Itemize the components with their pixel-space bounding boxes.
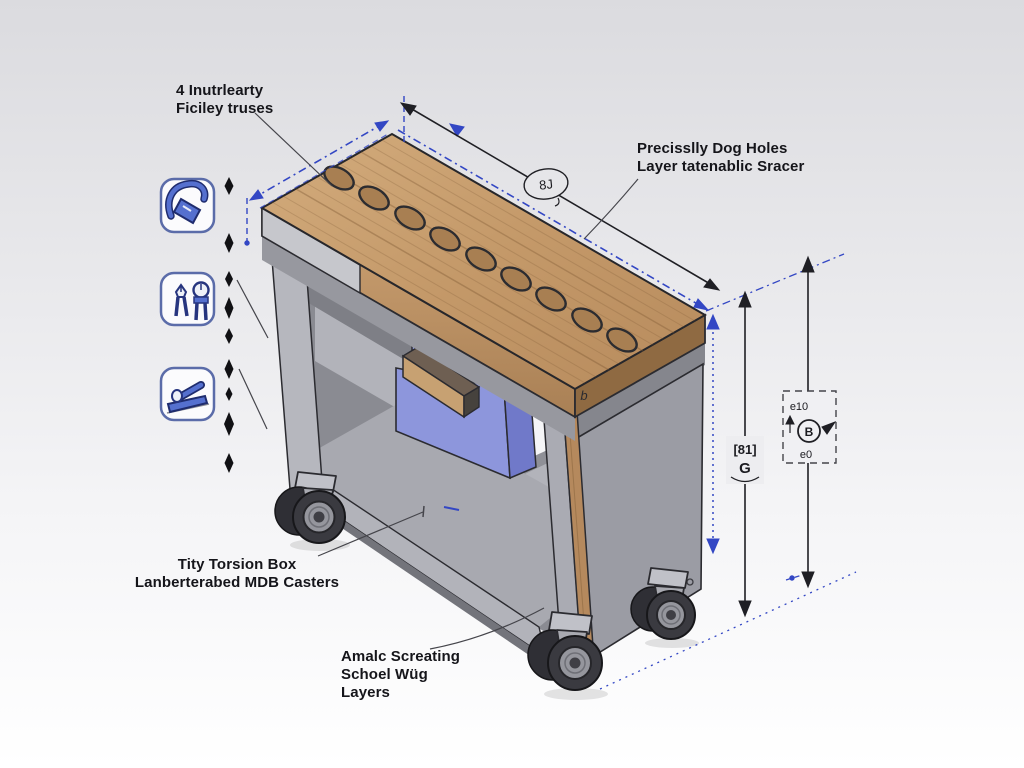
detail-top-text: e10 [790, 401, 808, 413]
under-rail-right [575, 343, 705, 439]
label-line: Layer tatenablic Sracer [637, 158, 805, 175]
top-span-bubble [523, 168, 569, 200]
blue-arrow [706, 313, 720, 330]
g-underline [730, 476, 760, 483]
dimension-texts: 8J [81] G e10 B e0 b [538, 176, 813, 477]
casters [274, 471, 699, 700]
label-line: Precisslly Dog Holes [637, 140, 788, 157]
leader-torsion-box [317, 511, 424, 557]
dog-hole [500, 266, 532, 292]
base-bottom-edge [300, 491, 548, 668]
detail-bottom-text: e0 [800, 449, 812, 461]
black-dimension-lines [399, 102, 837, 618]
wood-beam-end [463, 385, 480, 419]
label-torsion-box: Tity Torsion Box Lanberterabed MDB Caste… [128, 556, 346, 592]
clamp-icon [159, 177, 216, 234]
caster-front-left [274, 471, 346, 544]
dog-hole [606, 327, 638, 353]
dog-hole [394, 205, 426, 231]
cabinet-body [271, 257, 705, 668]
pincers-icon [159, 271, 216, 327]
label-dog-holes: Precisslly Dog Holes Layer tatenablic Sr… [637, 140, 804, 176]
detail-circle-glyph [797, 419, 821, 443]
label-line: Layers [341, 684, 390, 701]
label-line: Amalc Screating [341, 648, 461, 665]
detail-leaf-arrow [821, 420, 837, 435]
blue-arrow [248, 189, 264, 201]
dog-hole [358, 185, 390, 211]
dog-holes [323, 165, 638, 353]
label-frame-truses: 4 Inutrlearty Ficiley truses [176, 82, 273, 118]
blue-arrow [693, 298, 710, 311]
diamond-tick-column [224, 177, 234, 473]
floor-extension-line [599, 571, 857, 690]
caster-shadow [544, 688, 608, 700]
label-line: Lanberterabed MDB Casters [134, 574, 340, 591]
label-line: Schoel Wüg [341, 666, 428, 683]
leader-side-1 [236, 279, 269, 339]
leader-screating [429, 607, 545, 650]
label-line: Tity Torsion Box [177, 556, 297, 573]
stray-mark-text: b [580, 388, 587, 403]
dog-hole [429, 226, 461, 252]
leader-lines [236, 112, 639, 650]
dog-hole [571, 307, 603, 333]
caster-front-right [527, 611, 603, 691]
dog-hole [535, 286, 567, 312]
caster-rear-right [630, 567, 696, 640]
blue-arrow [448, 123, 465, 137]
label-line: 4 Inutrlearty [176, 82, 264, 99]
height-label-mask [726, 436, 764, 484]
leader-frame [254, 112, 333, 187]
caster-shadow [645, 638, 699, 648]
height-value-text: [81] [733, 442, 756, 457]
top-span-text: 8J [538, 176, 553, 192]
leader-side-2 [238, 368, 268, 430]
cabinet-interior [277, 264, 645, 650]
height-letter-text: G [739, 460, 751, 477]
leader-dog-holes [583, 178, 639, 240]
workbench-top [259, 132, 708, 441]
detail-circle-text: B [805, 425, 814, 439]
floor-blue-tick [443, 506, 460, 511]
hand-plane-icon [159, 366, 216, 422]
blue-arrow [706, 538, 720, 555]
dog-hole [465, 246, 497, 272]
top-length-dimension [404, 104, 718, 289]
label-screating: Amalc Screating Schoel Wüg Layers [341, 648, 460, 702]
under-rail-front [262, 236, 575, 441]
caster-shadow [290, 539, 350, 551]
blue-dimension-lines [244, 96, 857, 690]
wood-strip-grain [568, 419, 587, 651]
blue-arrow [374, 120, 390, 132]
label-line: Ficiley truses [176, 100, 274, 117]
tool-icon-column [159, 177, 216, 422]
